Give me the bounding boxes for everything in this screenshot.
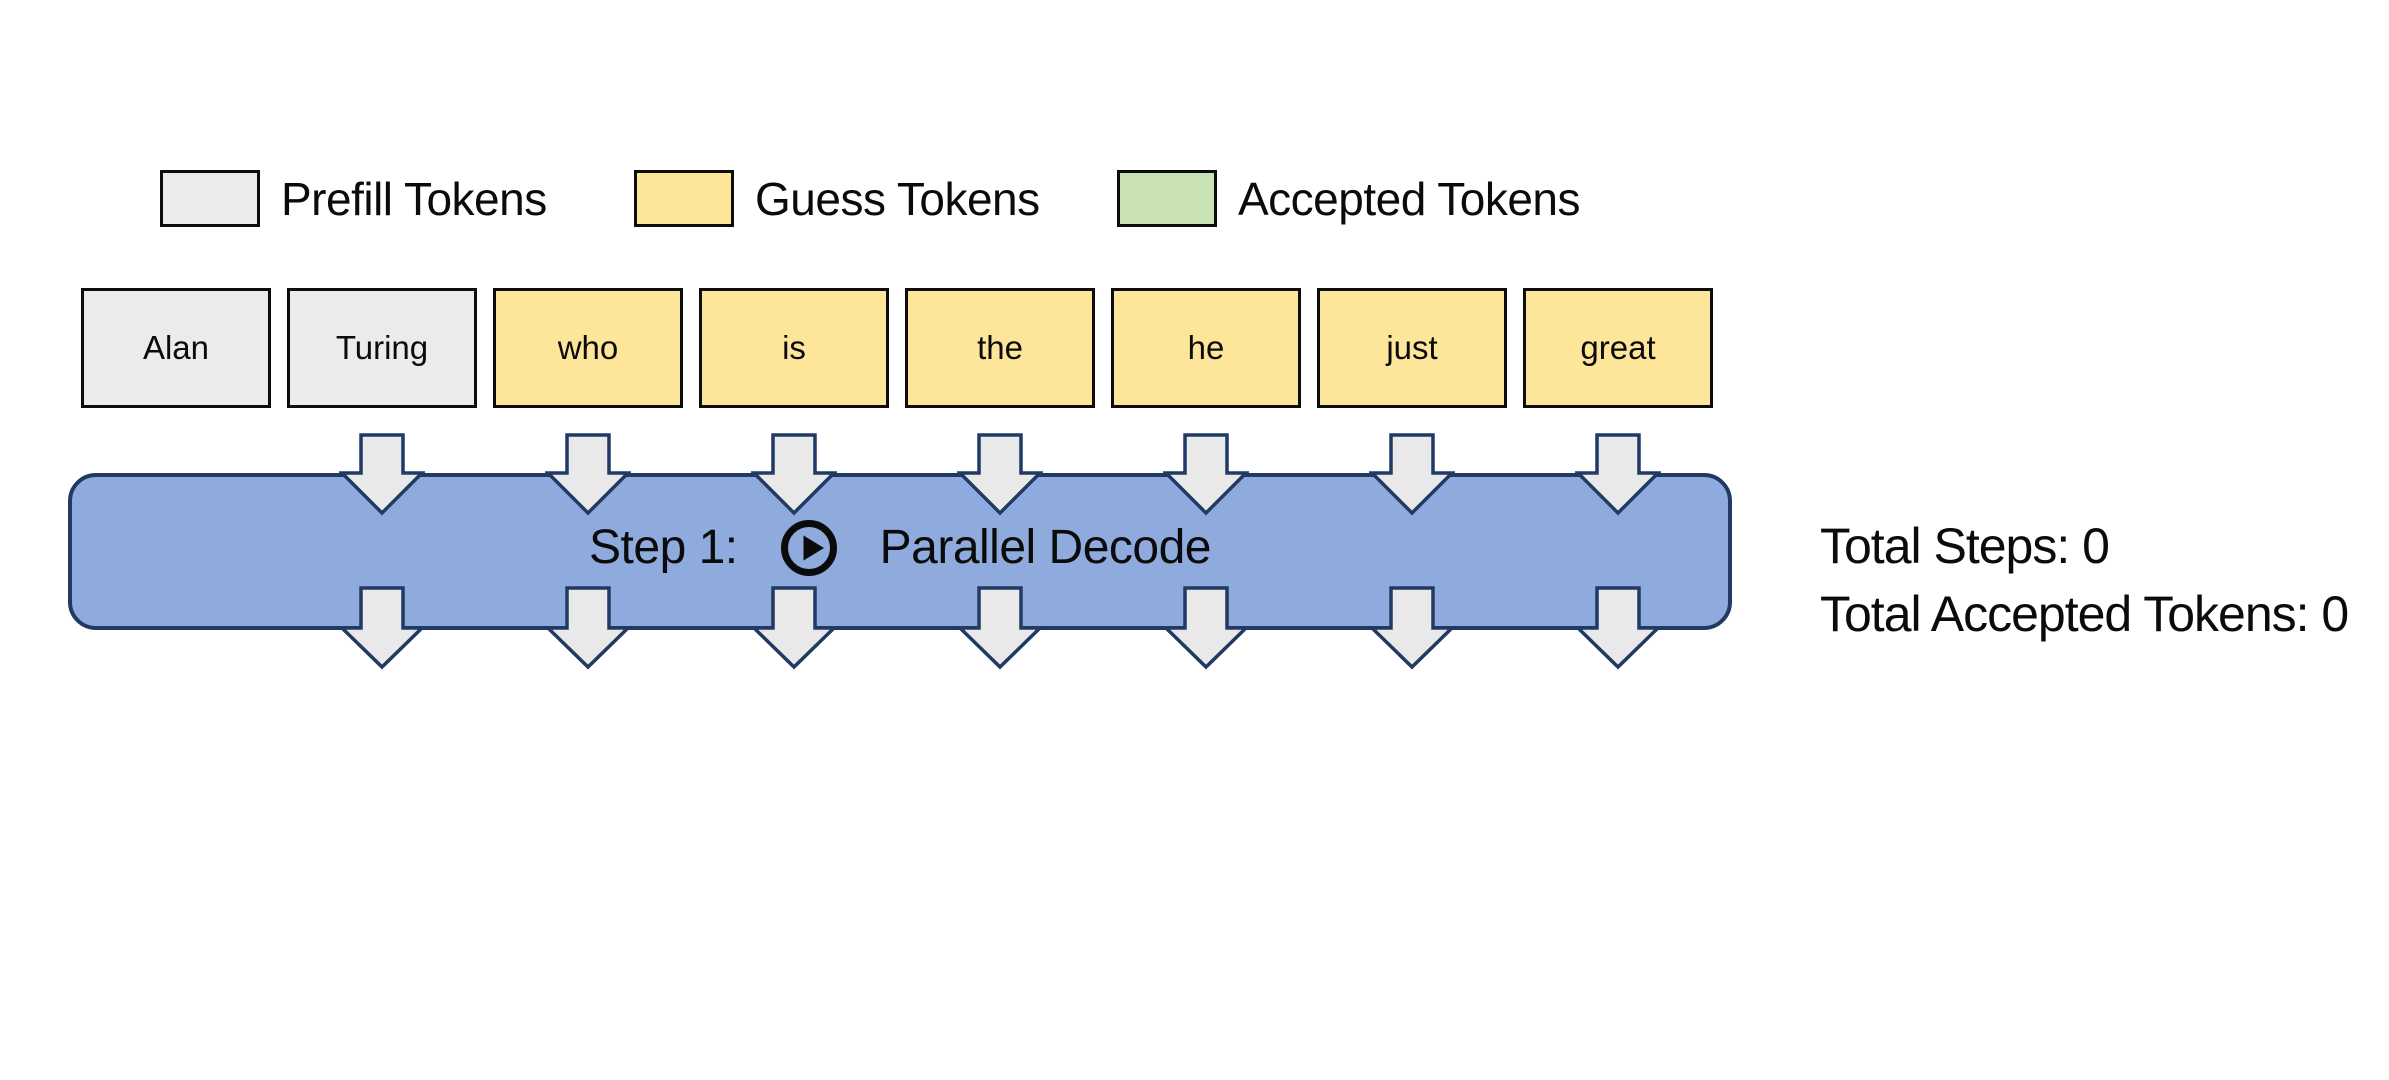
down-arrow-out-4 — [957, 586, 1043, 670]
token-text: who — [557, 329, 619, 366]
decode-label: Parallel Decode — [879, 521, 1212, 574]
down-arrow-out-2 — [545, 586, 631, 670]
parallel-decode-bar: Step 1: Parallel Decode — [68, 473, 1732, 630]
total-accepted-text: Total Accepted Tokens: 0 — [1820, 586, 2349, 642]
token-text: just — [1386, 329, 1438, 366]
down-arrow-out-5 — [1163, 586, 1249, 670]
down-arrow-in-5 — [1163, 433, 1249, 516]
token-box-is: is — [699, 288, 889, 408]
token-box-turing: Turing — [287, 288, 477, 408]
token-box-great: great — [1523, 288, 1713, 408]
guess-swatch — [634, 170, 734, 227]
token-text: the — [977, 329, 1023, 366]
down-arrow-in-4 — [957, 433, 1043, 516]
token-box-alan: Alan — [81, 288, 271, 408]
down-arrow-in-6 — [1369, 433, 1455, 516]
step-label: Step 1: — [589, 521, 738, 574]
stats-panel: Total Steps: 0 Total Accepted Tokens: 0 — [1820, 512, 2349, 648]
down-arrow-out-3 — [751, 586, 837, 670]
legend-label-guess: Guess Tokens — [755, 172, 1040, 225]
down-arrow-out-7 — [1575, 586, 1661, 670]
token-box-just: just — [1317, 288, 1507, 408]
legend-item-prefill: Prefill Tokens — [160, 170, 547, 227]
play-circle-icon[interactable] — [780, 519, 838, 577]
down-arrow-out-1 — [339, 586, 425, 670]
token-text: is — [782, 329, 806, 366]
accepted-swatch — [1117, 170, 1217, 227]
token-box-he: he — [1111, 288, 1301, 408]
token-text: Turing — [335, 329, 429, 366]
legend-item-guess: Guess Tokens — [634, 170, 1040, 227]
down-arrow-in-2 — [545, 433, 631, 516]
down-arrow-out-6 — [1369, 586, 1455, 670]
prefill-swatch — [160, 170, 260, 227]
token-box-the: the — [905, 288, 1095, 408]
token-text: he — [1187, 329, 1225, 366]
legend-item-accepted: Accepted Tokens — [1117, 170, 1581, 227]
legend-label-prefill: Prefill Tokens — [281, 172, 547, 225]
down-arrow-in-3 — [751, 433, 837, 516]
total-steps-text: Total Steps: 0 — [1820, 518, 2110, 574]
token-text: great — [1580, 329, 1656, 366]
token-text: Alan — [142, 329, 210, 366]
down-arrow-in-7 — [1575, 433, 1661, 516]
down-arrow-in-1 — [339, 433, 425, 516]
token-box-who: who — [493, 288, 683, 408]
legend-label-accepted: Accepted Tokens — [1238, 172, 1581, 225]
